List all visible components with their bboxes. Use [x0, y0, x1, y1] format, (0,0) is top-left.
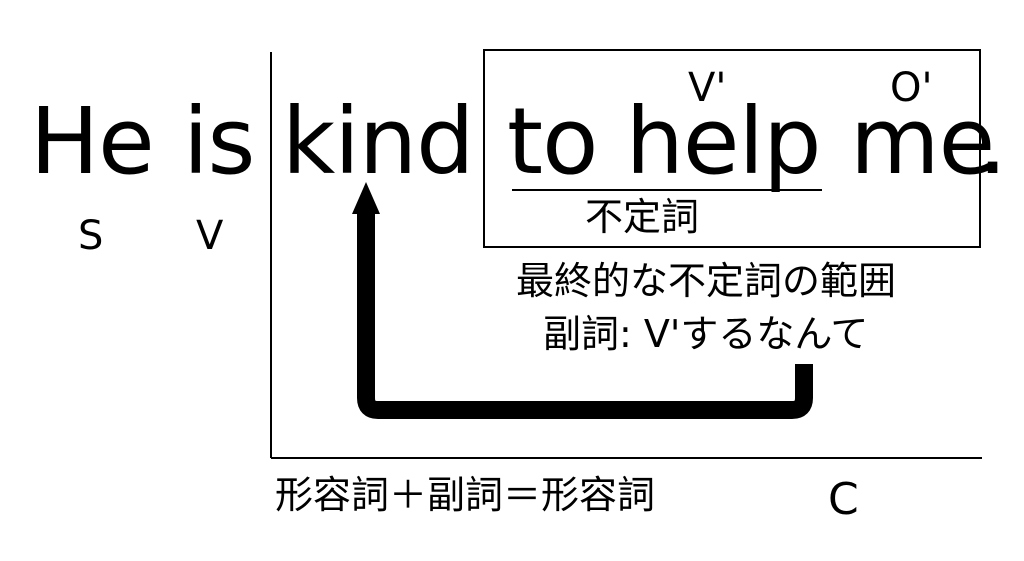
word-to-help: to help [507, 88, 821, 195]
word-is: is [183, 88, 255, 195]
label-infinitive: 不定詞 [585, 195, 700, 239]
label-final-scope: 最終的な不定詞の範囲 [516, 259, 897, 303]
arrow-head-icon [352, 182, 380, 214]
label-equation: 形容詞＋副詞＝形容詞 [275, 473, 656, 517]
word-he: He [30, 88, 155, 195]
role-subject: S [78, 213, 104, 259]
role-o-prime: O' [890, 65, 933, 111]
role-v-prime: V' [688, 65, 727, 111]
word-me: me [850, 88, 995, 195]
infinitive-scope-box [483, 49, 981, 248]
modification-arrow [357, 214, 813, 419]
word-kind: kind [282, 88, 475, 195]
sentence-period: . [978, 88, 1007, 195]
role-verb: V [196, 213, 224, 259]
role-complement: C [828, 474, 859, 525]
label-adverb-meaning: 副詞: V'するなんて [543, 312, 869, 356]
